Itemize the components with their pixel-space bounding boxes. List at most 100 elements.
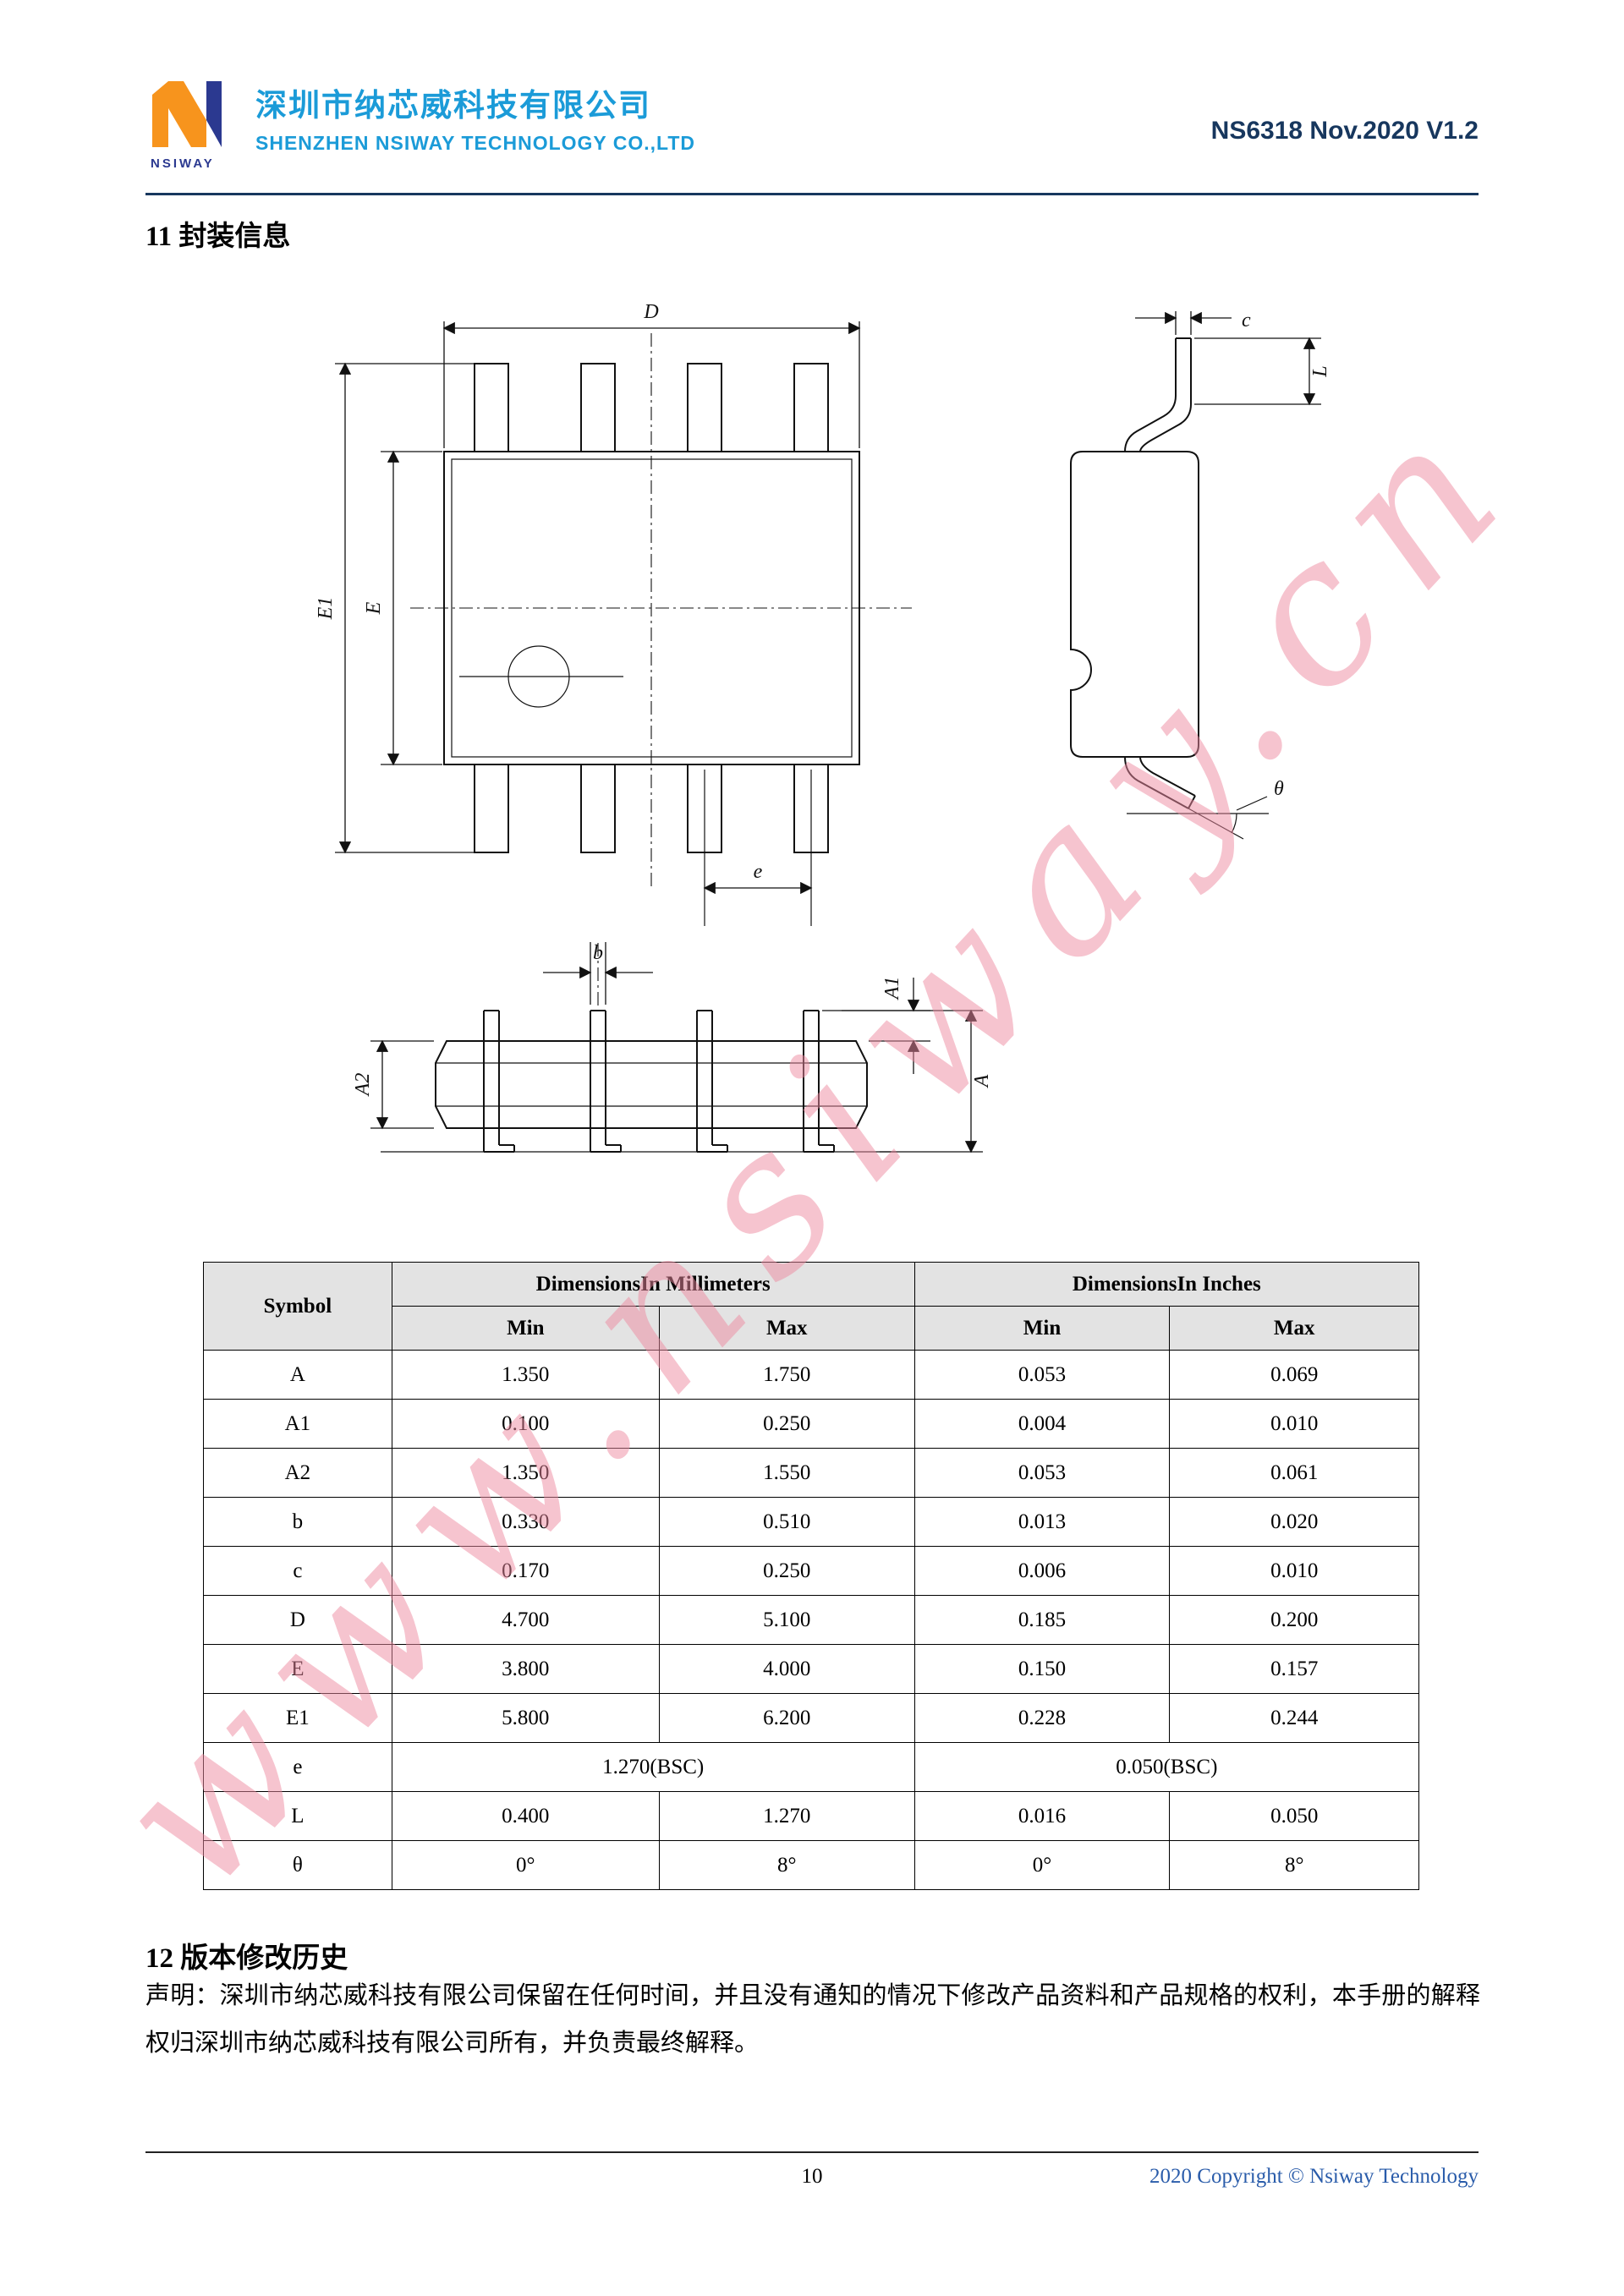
dim-table-cell: A [203, 1350, 392, 1400]
dim-table-cell: 0.069 [1169, 1350, 1419, 1400]
front-view-leads [483, 1010, 835, 1153]
company-logo-icon: NSIWAY [151, 81, 222, 171]
dim-label-E1: E1 [315, 597, 337, 621]
header: NSIWAY 深圳市纳芯威科技有限公司 SHENZHEN NSIWAY TECH… [145, 73, 1479, 183]
dim-table-cell: 3.800 [391, 1644, 660, 1694]
header-divider [145, 193, 1479, 195]
dim-table-cell: 1.750 [658, 1350, 915, 1400]
col-header-mm-min: Min [391, 1306, 660, 1351]
dim-table-cell: 0.150 [914, 1644, 1171, 1694]
dim-table-cell: 0.053 [914, 1350, 1171, 1400]
side-view-drawing: c L θ [1070, 310, 1331, 840]
dim-table-cell: θ [203, 1840, 392, 1890]
dim-label-A1: A1 [881, 977, 903, 1001]
dim-table-cell: c [203, 1546, 392, 1596]
disclaimer-text: 声明：深圳市纳芯威科技有限公司保留在任何时间，并且没有通知的情况下修改产品资料和… [145, 1982, 1480, 2057]
dim-table-cell: 0.010 [1169, 1399, 1419, 1449]
dim-table-cell: 0.400 [391, 1791, 660, 1841]
dim-table-cell: 0° [391, 1840, 660, 1890]
col-header-symbol: Symbol [203, 1262, 392, 1351]
company-name-en: SHENZHEN NSIWAY TECHNOLOGY CO.,LTD [255, 132, 696, 154]
col-header-in-max: Max [1169, 1306, 1419, 1351]
dim-table-cell: E1 [203, 1693, 392, 1743]
company-name-cn: 深圳市纳芯威科技有限公司 [255, 88, 651, 123]
package-outline-drawings: D E1 E e [315, 301, 1331, 1153]
section-title-revision-history: 12 版本修改历史 [145, 1943, 348, 1974]
dim-table-cell: 0.013 [914, 1497, 1171, 1547]
col-header-millimeters: DimensionsIn Millimeters [391, 1262, 915, 1307]
front-view-drawing: b A1 A A2 [352, 942, 993, 1153]
dim-table-cell: 1.270 [658, 1791, 915, 1841]
dim-table-cell: b [203, 1497, 392, 1547]
dim-label-E: E [363, 601, 385, 615]
dim-table-cell: 1.550 [658, 1448, 915, 1498]
dim-table-cell: 0.330 [391, 1497, 660, 1547]
col-header-in-min: Min [914, 1306, 1171, 1351]
footer-divider [145, 2151, 1479, 2153]
dim-table-cell: 0.053 [914, 1448, 1171, 1498]
dim-table-cell: 0.100 [391, 1399, 660, 1449]
col-header-inches: DimensionsIn Inches [914, 1262, 1420, 1307]
dim-table-cell: 5.800 [391, 1693, 660, 1743]
dim-table-cell: 8° [1169, 1840, 1419, 1890]
dim-table-cell: 0.200 [1169, 1595, 1419, 1645]
dim-table-cell: D [203, 1595, 392, 1645]
dim-table-cell: 1.350 [391, 1350, 660, 1400]
dim-table-cell: 0.510 [658, 1497, 915, 1547]
dim-label-A: A [971, 1074, 993, 1088]
dim-table-cell: 0.020 [1169, 1497, 1419, 1547]
dim-table-cell: 8° [658, 1840, 915, 1890]
dim-table-cell: 0.004 [914, 1399, 1171, 1449]
dim-table-cell: E [203, 1644, 392, 1694]
dim-table-cell: 0.170 [391, 1546, 660, 1596]
section-title-package-info: 11 封装信息 [145, 222, 291, 252]
table-header-row-2: Min Max Min Max [204, 1306, 1419, 1351]
table-header-row-1: Symbol DimensionsIn Millimeters Dimensio… [203, 1262, 1420, 1351]
dim-label-c: c [1242, 310, 1251, 332]
dim-table-cell: 4.700 [391, 1595, 660, 1645]
dim-label-A2: A2 [352, 1073, 374, 1098]
dim-table-cell: 0.244 [1169, 1693, 1419, 1743]
dim-table-cell: 0.010 [1169, 1546, 1419, 1596]
copyright-text: 2020 Copyright © Nsiway Technology [1149, 2165, 1479, 2188]
dim-label-theta: θ [1274, 778, 1284, 800]
dim-table-cell: L [203, 1791, 392, 1841]
dim-table-cell: 0.157 [1169, 1644, 1419, 1694]
page-number: 10 [801, 2165, 823, 2188]
col-header-mm-max: Max [658, 1306, 915, 1351]
logo-n-right-stroke [206, 81, 222, 147]
dim-table-cell: 0.250 [658, 1399, 915, 1449]
logo-n-diagonal-stroke [168, 81, 206, 147]
dim-table-cell: 0° [914, 1840, 1171, 1890]
dim-table-cell: A1 [203, 1399, 392, 1449]
dim-label-b: b [593, 942, 603, 964]
dim-label-D: D [643, 301, 658, 323]
dim-label-e: e [754, 861, 763, 883]
dim-table-cell: 0.228 [914, 1693, 1171, 1743]
top-view-drawing: D E1 E e [315, 301, 912, 926]
logo-n-left-stroke [152, 81, 168, 147]
dim-table-cell: 1.270(BSC) [391, 1742, 915, 1792]
dim-table-cell: 0.050(BSC) [914, 1742, 1420, 1792]
dim-table-cell: 0.185 [914, 1595, 1171, 1645]
document-reference: NS6318 Nov.2020 V1.2 [1210, 117, 1479, 145]
dimensions-table: Symbol DimensionsIn Millimeters Dimensio… [203, 1262, 1420, 1890]
dim-table-cell: 0.006 [914, 1546, 1171, 1596]
dim-table-cell: 0.061 [1169, 1448, 1419, 1498]
dim-table-cell: 0.050 [1169, 1791, 1419, 1841]
dim-table-cell: e [203, 1742, 392, 1792]
dim-table-cell: 6.200 [658, 1693, 915, 1743]
dim-table-cell: 0.250 [658, 1546, 915, 1596]
dim-table-cell: 1.350 [391, 1448, 660, 1498]
logo-wordmark: NSIWAY [151, 156, 215, 171]
